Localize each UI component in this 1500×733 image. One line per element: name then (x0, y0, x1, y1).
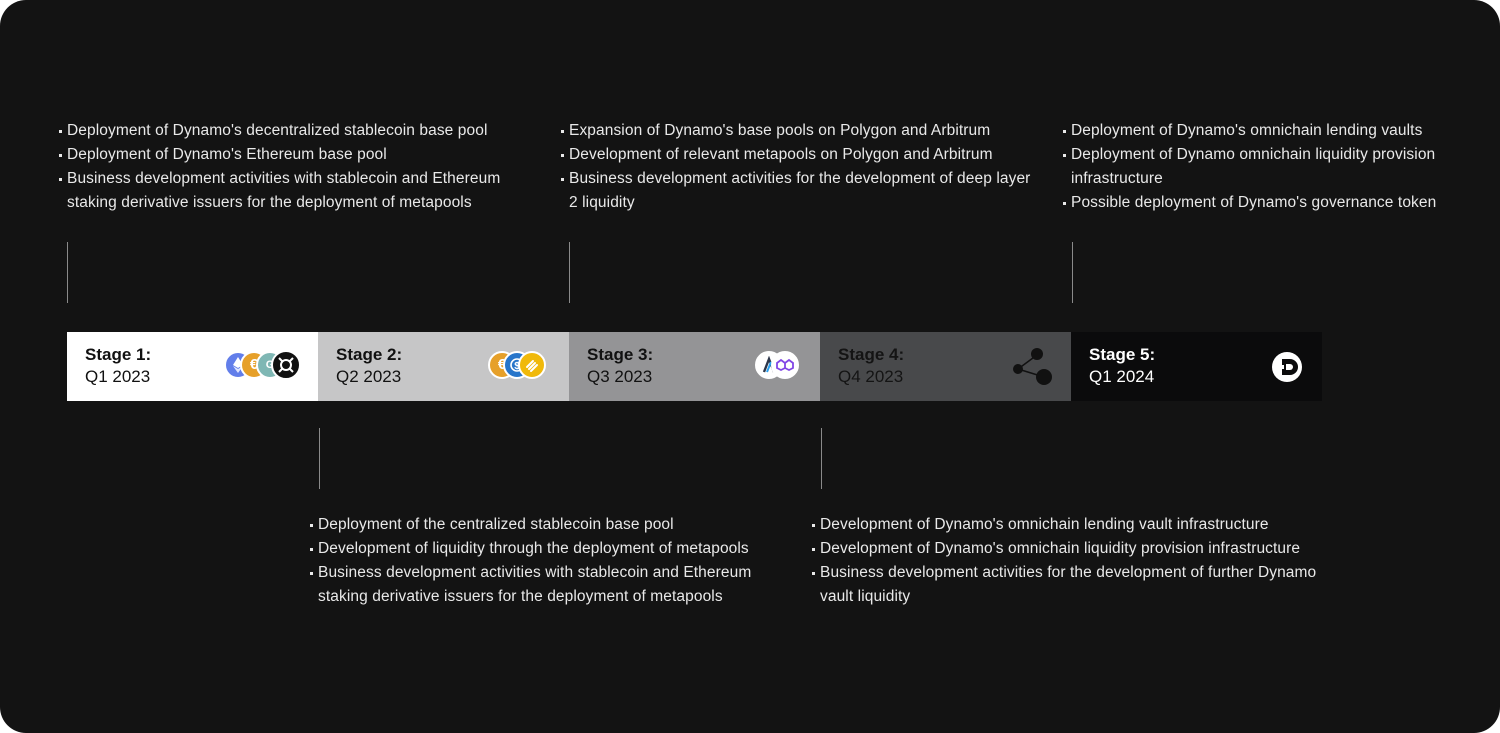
frax-coin-icon (271, 350, 301, 380)
stage-5-note: Deployment of Dynamo omnichain liquidity… (1063, 143, 1483, 191)
stage-3-note: Business development activities for the … (561, 167, 1041, 215)
stage-1-note: Deployment of Dynamo's Ethereum base poo… (59, 143, 529, 167)
stage-2-note: Business development activities with sta… (310, 561, 790, 609)
stage-1-segment: Stage 1: Q1 2023 € G (67, 332, 318, 401)
stage-1-connector (67, 242, 68, 303)
stage-3-coin-stack (755, 350, 805, 382)
stage-2-note: Development of liquidity through the dep… (310, 537, 790, 561)
stage-1-notes: Deployment of Dynamo's decentralized sta… (59, 119, 529, 215)
svg-text:$: $ (514, 361, 520, 372)
stage-4-notes: Development of Dynamo's omnichain lendin… (812, 513, 1352, 609)
stage-label: Stage 4: (838, 345, 905, 364)
stage-date: Q1 2023 (85, 367, 151, 386)
stage-3-connector (569, 242, 570, 303)
stage-3-segment: Stage 3: Q3 2023 (569, 332, 820, 401)
stage-date: Q1 2024 (1089, 367, 1155, 386)
stage-2-coin-stack: € $ (488, 350, 558, 382)
stage-5-note: Deployment of Dynamo's omnichain lending… (1063, 119, 1483, 143)
stage-label: Stage 3: (587, 345, 654, 364)
stage-4-note: Business development activities for the … (812, 561, 1352, 609)
stage-3-note: Expansion of Dynamo's base pools on Poly… (561, 119, 1041, 143)
stage-5-segment: Stage 5: Q1 2024 (1071, 332, 1322, 401)
stage-4-segment: Stage 4: Q4 2023 (820, 332, 1071, 401)
stage-5-notes: Deployment of Dynamo's omnichain lending… (1063, 119, 1483, 215)
stage-label: Stage 1: (85, 345, 152, 364)
stage-5-note: Possible deployment of Dynamo's governan… (1063, 191, 1483, 215)
stage-1-note: Business development activities with sta… (59, 167, 529, 215)
stage-date: Q4 2023 (838, 367, 904, 386)
stage-label: Stage 2: (336, 345, 403, 364)
omnichain-nodes-icon (1013, 348, 1052, 385)
stage-3-note: Development of relevant metapools on Pol… (561, 143, 1041, 167)
timeline-bar: Stage 1: Q1 2023 € G Stage 2: Q2 2023 € … (67, 332, 1322, 401)
stage-2-connector (319, 428, 320, 489)
polygon-icon (771, 351, 799, 379)
stage-4-note: Development of Dynamo's omnichain liquid… (812, 537, 1352, 561)
binance-usd-coin-icon (518, 351, 546, 379)
stage-4-connector (821, 428, 822, 489)
stage-4-note: Development of Dynamo's omnichain lendin… (812, 513, 1352, 537)
stage-1-note: Deployment of Dynamo's decentralized sta… (59, 119, 529, 143)
stage-label: Stage 5: (1089, 345, 1156, 364)
stage-2-segment: Stage 2: Q2 2023 € $ (318, 332, 569, 401)
stage-date: Q3 2023 (587, 367, 653, 386)
stage-date: Q2 2023 (336, 367, 402, 386)
stage-2-notes: Deployment of the centralized stablecoin… (310, 513, 790, 609)
dynamo-logo-icon (1272, 352, 1302, 382)
stage-5-connector (1072, 242, 1073, 303)
stage-2-note: Deployment of the centralized stablecoin… (310, 513, 790, 537)
stage-1-coin-stack: € G (224, 350, 304, 382)
stage-3-notes: Expansion of Dynamo's base pools on Poly… (561, 119, 1041, 215)
